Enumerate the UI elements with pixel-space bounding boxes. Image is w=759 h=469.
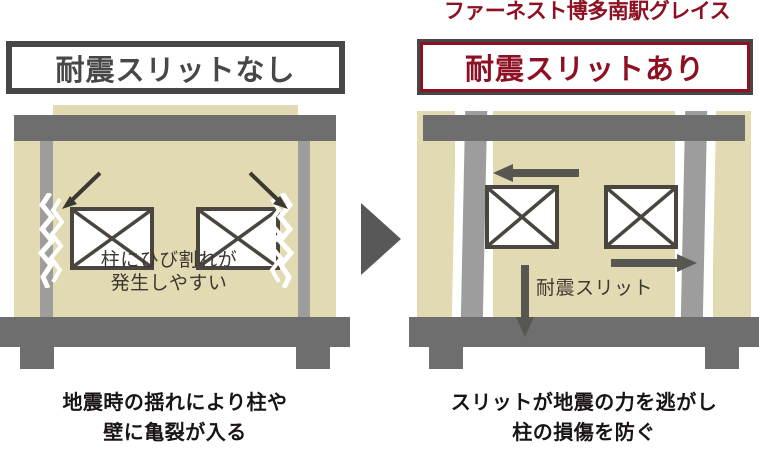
- window-left: [485, 185, 559, 249]
- seismic-slit-label: 耐震スリット: [536, 278, 654, 299]
- wall-outer-left: [417, 111, 455, 321]
- right-panel-caption: スリットが地震の力を逃がし 柱の損傷を防ぐ: [450, 392, 718, 444]
- beam-top: [423, 115, 745, 141]
- foot-right: [705, 347, 739, 369]
- window-left: [70, 207, 154, 270]
- left-arrow-icon: [493, 163, 581, 183]
- diagonal-down-right-arrow-icon: [248, 171, 290, 211]
- crack-annotation: 柱にひび割れが 発生しやすい: [84, 249, 254, 295]
- beam-top: [14, 115, 336, 141]
- beam-bottom: [0, 317, 350, 347]
- diagonal-down-left-arrow-icon: [60, 171, 102, 211]
- left-panel-title: 耐震スリットなし: [6, 41, 345, 94]
- foot-left: [20, 347, 54, 369]
- crack-annotation-line2: 発生しやすい: [110, 273, 228, 295]
- foot-left: [429, 347, 463, 369]
- right-panel-title: 耐震スリットあり: [417, 39, 753, 95]
- crack-annotation-line1: 柱にひび割れが: [100, 250, 238, 271]
- right-triangle-arrow-icon: [361, 203, 401, 275]
- right-arrow-icon: [609, 253, 697, 273]
- foot-right: [296, 347, 330, 369]
- beam-bottom: [409, 317, 759, 347]
- window-right: [604, 185, 678, 249]
- watermark-text: ファーネスト博多南駅グレイス: [443, 0, 731, 23]
- down-arrow-icon: [515, 263, 535, 337]
- right-diagram: 耐震スリット: [409, 105, 759, 370]
- wall-outer-right: [713, 111, 751, 321]
- crack-mark-right: [268, 193, 298, 288]
- right-panel-title-label: 耐震スリットあり: [464, 54, 705, 86]
- left-panel-caption: 地震時の揺れにより柱や 壁に亀裂が入る: [62, 392, 288, 444]
- left-diagram: 柱にひび割れが 発生しやすい: [0, 105, 350, 370]
- crack-mark-left: [34, 193, 64, 288]
